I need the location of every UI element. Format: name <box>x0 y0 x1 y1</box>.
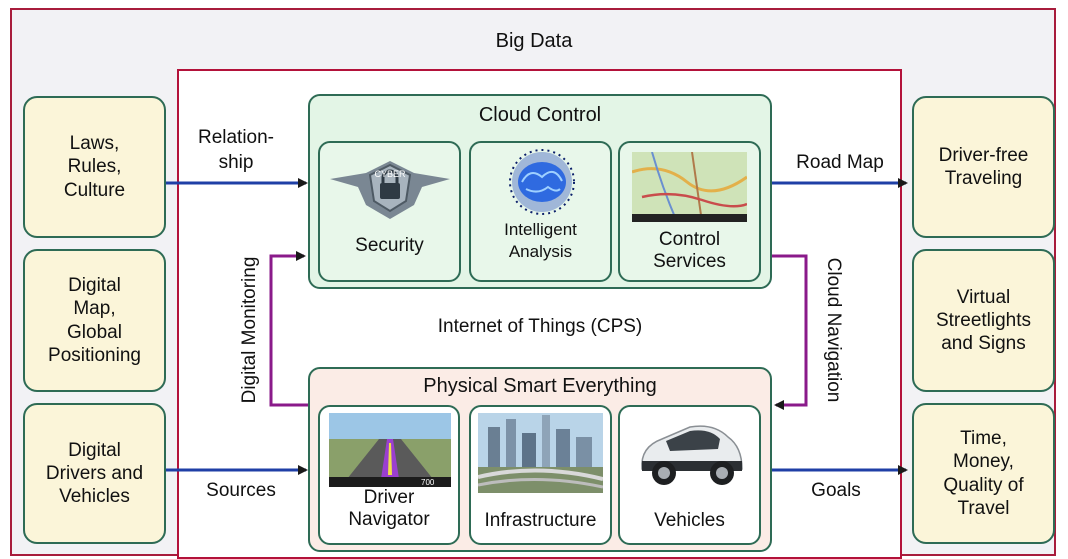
digital-drivers-box: Digital Drivers and Vehicles <box>23 403 166 544</box>
cyber-security-shield-image: CYBER <box>330 161 450 219</box>
cloud-navigation-label: Cloud Navigation <box>823 257 844 403</box>
cloud-control-title: Cloud Control <box>478 104 602 126</box>
relationship-label: Relation- ship <box>197 127 275 173</box>
digital-monitoring-arrow <box>269 251 308 407</box>
svg-text:700: 700 <box>421 478 435 487</box>
security-box: CYBER Security <box>318 141 461 282</box>
control-services-box: Control Services <box>618 141 761 282</box>
infrastructure-box: Infrastructure <box>469 405 612 545</box>
vehicles-label: Vehicles <box>654 510 725 531</box>
smart-car-image <box>641 425 743 485</box>
navigator-screen-image: 700 <box>329 413 451 487</box>
map-screen-image <box>632 152 747 222</box>
vehicles-box: Vehicles <box>618 405 761 545</box>
driver-free-traveling-box: Driver-free Traveling <box>912 96 1055 238</box>
security-label: Security <box>355 235 424 256</box>
cloud-navigation-arrow <box>772 254 808 410</box>
road-map-label: Road Map <box>796 152 884 173</box>
svg-text:CYBER: CYBER <box>374 169 406 179</box>
big-data-title: Big Data <box>495 30 573 52</box>
time-money-quality-box: Time, Money, Quality of Travel <box>912 403 1055 544</box>
control-services-label: Control Services <box>653 229 726 272</box>
physical-smart-title: Physical Smart Everything <box>423 375 657 397</box>
infrastructure-label: Infrastructure <box>484 510 597 531</box>
digital-monitoring-label: Digital Monitoring <box>239 256 260 404</box>
driver-navigator-label: Driver Navigator <box>348 487 430 530</box>
intelligent-analysis-label: Intelligent Analysis <box>504 220 577 262</box>
driver-navigator-box: 700 Driver Navigator <box>318 405 460 545</box>
brain-image <box>509 149 575 215</box>
goals-label: Goals <box>811 480 861 501</box>
sources-label: Sources <box>206 480 276 501</box>
laws-rules-culture-box: Laws, Rules, Culture <box>23 96 166 238</box>
intelligent-analysis-box: Intelligent Analysis <box>469 141 612 282</box>
iot-label: Internet of Things (CPS) <box>437 316 643 337</box>
virtual-streetlights-box: Virtual Streetlights and Signs <box>912 249 1055 392</box>
city-image <box>478 413 603 493</box>
digital-map-box: Digital Map, Global Positioning <box>23 249 166 392</box>
